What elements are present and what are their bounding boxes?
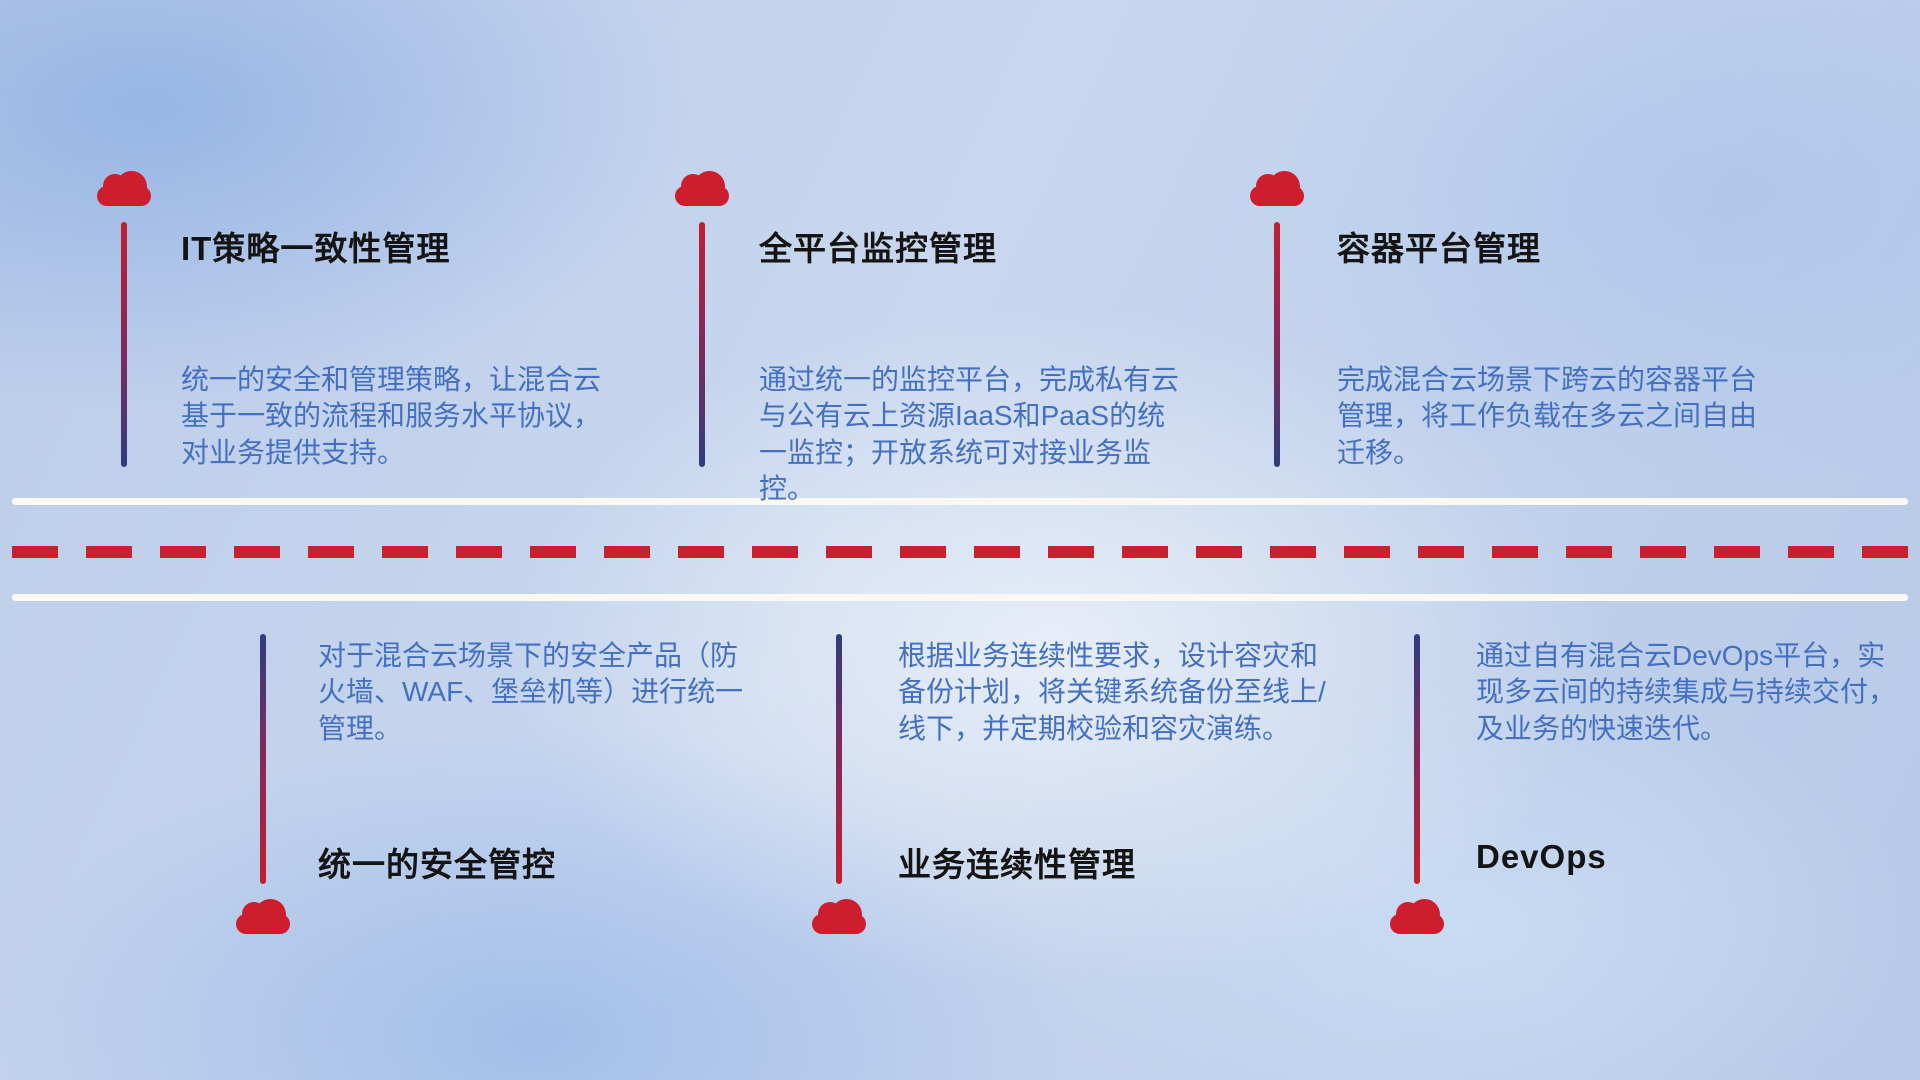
- item-description: 通过统一的监控平台，完成私有云与公有云上资源IaaS和PaaS的统一监控；开放系…: [759, 364, 1180, 505]
- item-title-security-control: 统一的安全管控: [318, 846, 556, 883]
- timeline-lower-rail: [12, 594, 1908, 601]
- connector-line: [1414, 634, 1420, 884]
- connector-line: [699, 222, 705, 467]
- item-description: 统一的安全和管理策略，让混合云基于一致的流程和服务水平协议，对业务提供支持。: [181, 364, 602, 468]
- item-title-business-continuity: 业务连续性管理: [898, 846, 1136, 883]
- cloud-icon: [812, 899, 866, 934]
- connector-line: [1274, 222, 1280, 467]
- timeline-upper-rail: [12, 498, 1908, 505]
- connector-line: [260, 634, 266, 884]
- item-description: 通过自有混合云DevOps平台，实现多云间的持续集成与持续交付，及业务的快速迭代…: [1476, 640, 1897, 744]
- item-description: 对于混合云场景下的安全产品（防火墙、WAF、堡垒机等）进行统一管理。: [318, 640, 744, 744]
- cloud-icon: [236, 899, 290, 934]
- item-description: 完成混合云场景下跨云的容器平台管理，将工作负载在多云之间自由迁移。: [1337, 364, 1758, 468]
- connector-line: [836, 634, 842, 884]
- item-title-devops: DevOps: [1476, 838, 1607, 875]
- connector-line: [121, 222, 127, 467]
- item-description: 根据业务连续性要求，设计容灾和备份计划，将关键系统备份至线上/线下，并定期校验和…: [898, 640, 1326, 744]
- item-title-monitoring: 全平台监控管理: [759, 230, 997, 267]
- item-title-it-policy: IT策略一致性管理: [181, 230, 451, 267]
- cloud-icon: [1390, 899, 1444, 934]
- timeline-dashed-centerline: [12, 546, 1908, 558]
- cloud-icon: [97, 171, 151, 206]
- cloud-icon: [675, 171, 729, 206]
- item-title-container-platform: 容器平台管理: [1337, 230, 1541, 267]
- cloud-icon: [1250, 171, 1304, 206]
